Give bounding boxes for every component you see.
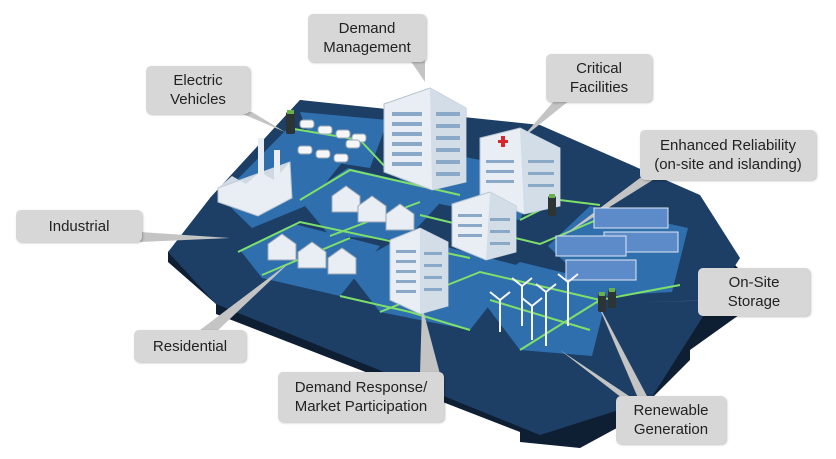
label-line: Industrial: [48, 217, 110, 235]
label-line: Market Participation: [294, 398, 428, 415]
label-line: Critical: [576, 60, 622, 77]
battery-icon: [548, 194, 556, 216]
label-line: Vehicles: [170, 91, 226, 108]
label-line: (on-site and islanding): [654, 156, 802, 173]
zone-wind: [476, 262, 610, 356]
callout-electric-vehicles: Electric Vehicles: [146, 66, 250, 114]
office-tower-icon: [383, 87, 467, 191]
callout-demand-response: Demand Response/ Market Participation: [278, 372, 444, 422]
label-line: Electric: [173, 72, 223, 89]
ev-cars-icon: [297, 119, 367, 163]
label-line: Demand Response/: [294, 379, 428, 396]
label-line: Facilities: [569, 79, 629, 96]
office-building-icon: [451, 191, 517, 261]
on-site-storage-icon: [598, 288, 616, 312]
label-line: Renewable: [633, 402, 709, 419]
house-icon: [267, 185, 415, 275]
callout-critical-facilities: Critical Facilities: [546, 54, 652, 102]
callout-renewable-generation: Renewable Generation: [616, 396, 726, 444]
label-line: Management: [323, 39, 411, 56]
callout-demand-management: Demand Management: [308, 14, 426, 62]
label-line: Residential: [152, 337, 228, 355]
callout-on-site-storage: On-Site Storage: [698, 268, 810, 316]
label-line: Enhanced Reliability: [660, 137, 796, 154]
callout-residential: Residential: [134, 330, 246, 362]
label-line: On-Site: [728, 274, 780, 291]
label-line: Generation: [633, 421, 709, 438]
battery-icon: [286, 110, 295, 134]
solar-panel-icon: [555, 207, 679, 281]
callout-enhanced-reliability: Enhanced Reliability (on-site and island…: [640, 130, 816, 180]
wind-turbine-icon: [489, 273, 579, 346]
callout-industrial: Industrial: [16, 210, 142, 242]
label-line: Storage: [727, 293, 781, 310]
demand-response-tower-icon: [389, 227, 449, 315]
label-line: Demand: [338, 20, 396, 37]
factory-icon: [217, 138, 293, 217]
hospital-icon: [479, 127, 561, 215]
